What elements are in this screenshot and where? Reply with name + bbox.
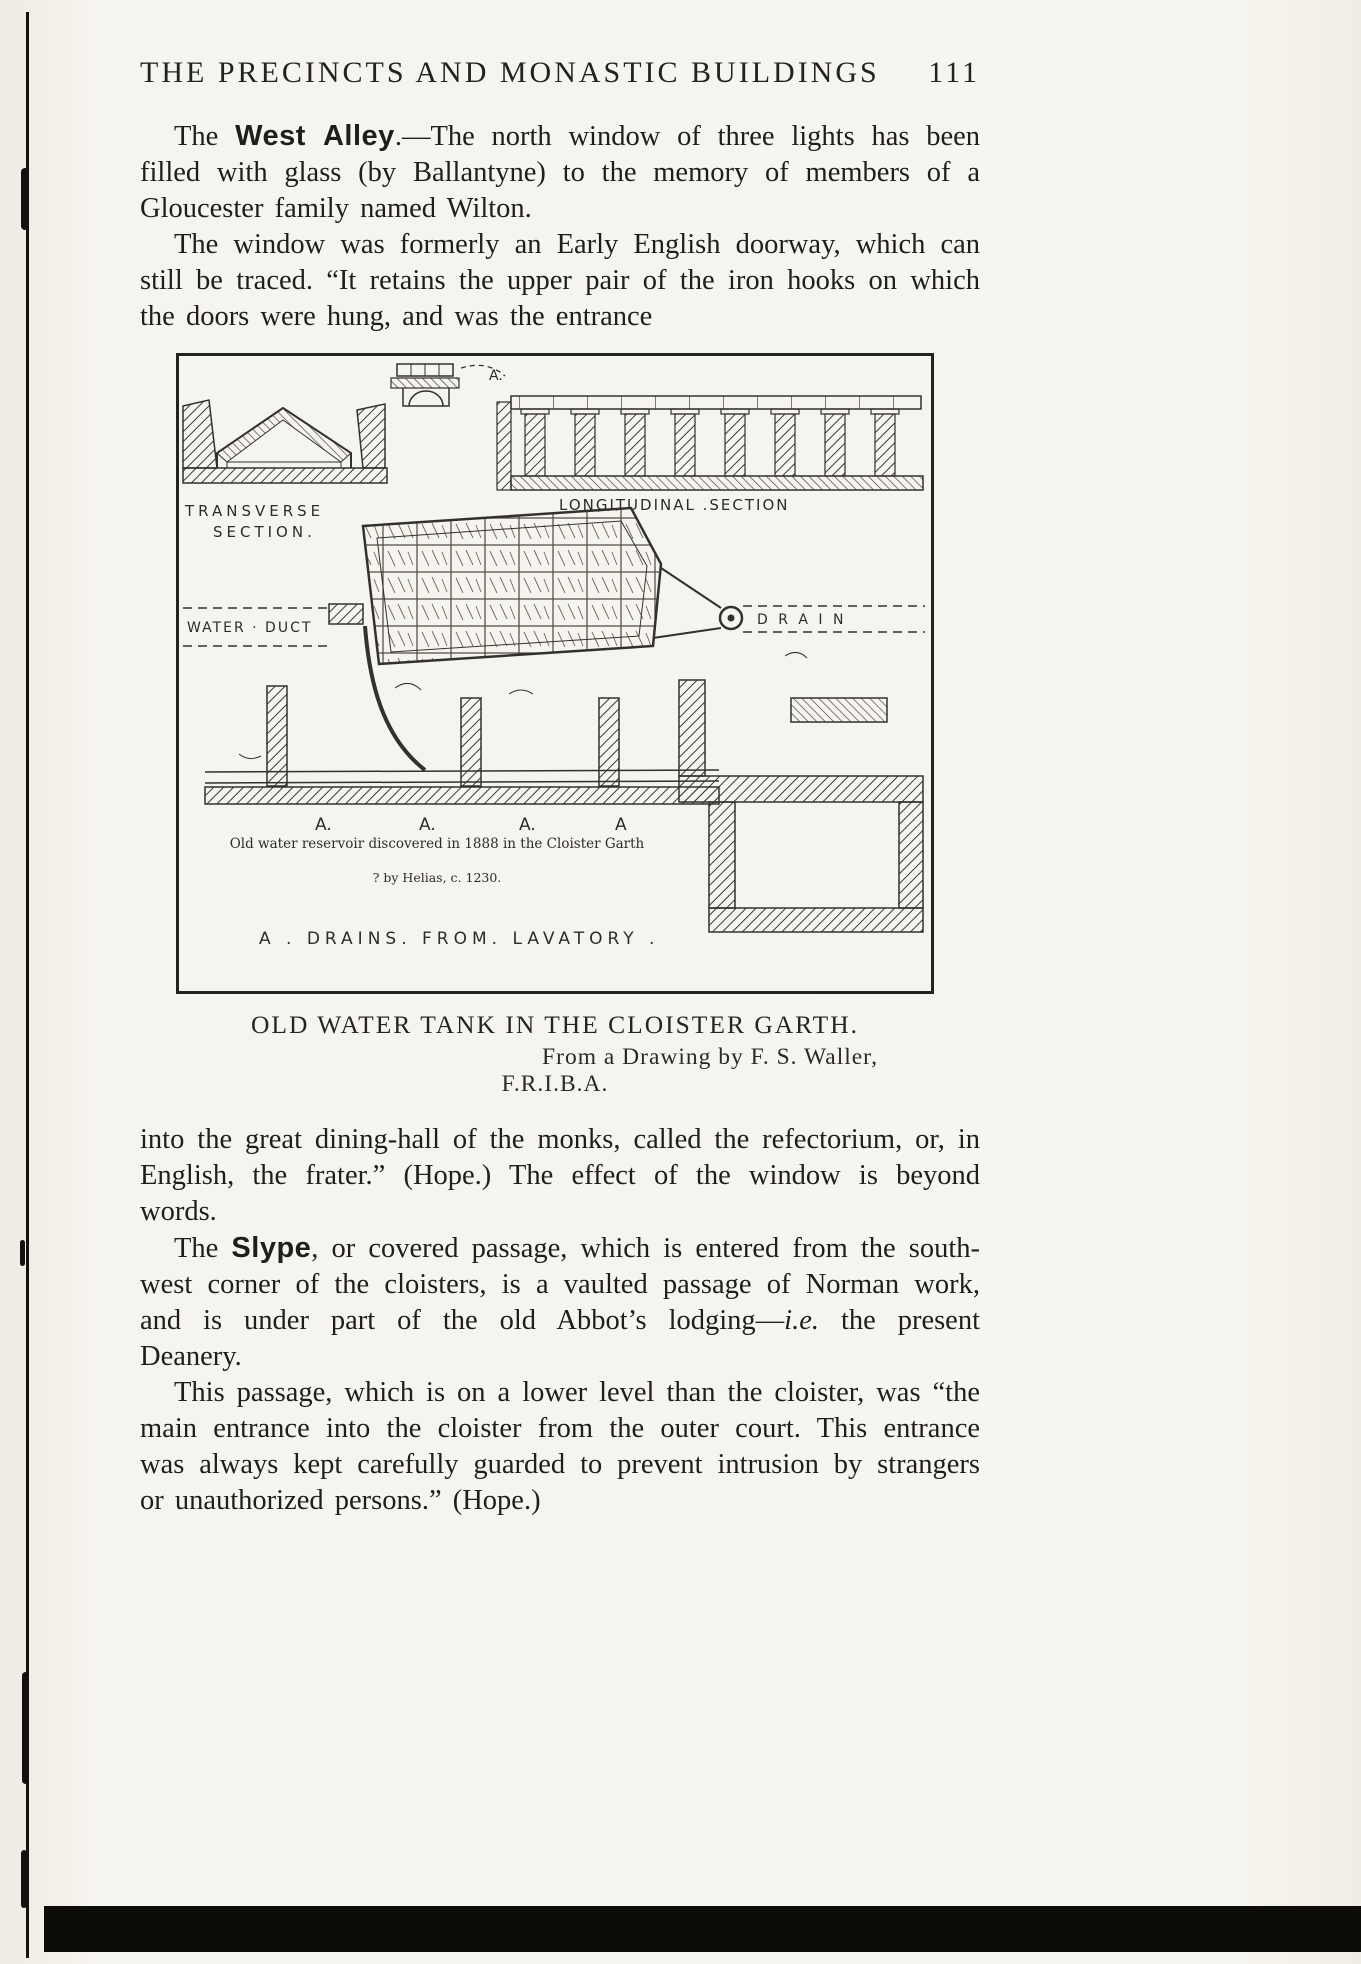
label-drain-a2: A. (419, 815, 436, 835)
scan-ink-blob (22, 1672, 29, 1784)
label-drain-a1: A. (315, 815, 332, 835)
label-a-top: A. (489, 368, 503, 384)
west-alley-heading: West Alley (235, 120, 395, 152)
scan-binding-line (26, 12, 29, 1958)
paragraph-text-italic: i.e. (784, 1305, 819, 1336)
paragraph-text: .—The north window of three lights has b… (140, 121, 981, 224)
running-header: THE PRECINCTS AND MONASTIC BUILDINGS 111 (140, 56, 980, 90)
paragraph-window: The window was formerly an Early English… (140, 229, 980, 332)
figure-caption-credit: From a Drawing by F. S. Waller, F.R.I.B.… (501, 1044, 878, 1097)
running-header-title: THE PRECINCTS AND MONASTIC BUILDINGS (140, 56, 880, 89)
paragraph-west-alley: The West Alley.—The north window of thre… (140, 118, 980, 227)
paragraph-slype: The Slype, or covered passage, which is … (140, 1230, 980, 1375)
label-drains-from-lavatory: A . DRAINS. FROM. LAVATORY . (259, 929, 659, 949)
paragraph-text: The (174, 121, 236, 152)
label-drain: D R A I N (757, 612, 847, 628)
label-helias-note: ? by Helias, c. 1230. (373, 870, 502, 885)
paragraph-text: , or covered passage, which is entered f… (140, 1233, 981, 1336)
water-tank-drawing: TRANSVERSE SECTION. LONGITUDINAL .SECTIO… (182, 363, 925, 949)
label-longitudinal-section: LONGITUDINAL .SECTION (559, 496, 789, 514)
label-transverse-line1: TRANSVERSE (184, 502, 324, 520)
page-number: 111 (928, 56, 980, 89)
paragraph-text: the present Deanery. (140, 1305, 981, 1372)
water-tank-figure: TRANSVERSE SECTION. LONGITUDINAL .SECTIO… (176, 353, 934, 994)
figure-caption: OLD WATER TANK IN THE CLOISTER GARTH. Fr… (176, 1010, 934, 1098)
paragraph-refectorium: into the great dining-hall of the monks,… (140, 1124, 980, 1227)
scan-ink-blob (21, 1850, 27, 1908)
label-water-duct: WATER · DUCT (187, 620, 312, 636)
figure-caption-title: OLD WATER TANK IN THE CLOISTER GARTH. (250, 1010, 860, 1039)
label-drain-a4: A (615, 815, 627, 835)
scan-bottom-edge (44, 1906, 1361, 1952)
label-reservoir-note: Old water reservoir discovered in 1888 i… (230, 836, 645, 852)
scan-ink-blob (21, 168, 29, 230)
label-transverse-line2: SECTION. (213, 523, 316, 541)
scan-ink-blob (20, 1240, 25, 1266)
slype-heading: Slype (231, 1232, 312, 1264)
page-content: THE PRECINCTS AND MONASTIC BUILDINGS 111… (140, 56, 980, 1519)
label-drain-a3: A. (519, 815, 536, 835)
paragraph-passage: This passage, which is on a lower level … (140, 1377, 980, 1516)
paragraph-text: The (174, 1233, 232, 1264)
